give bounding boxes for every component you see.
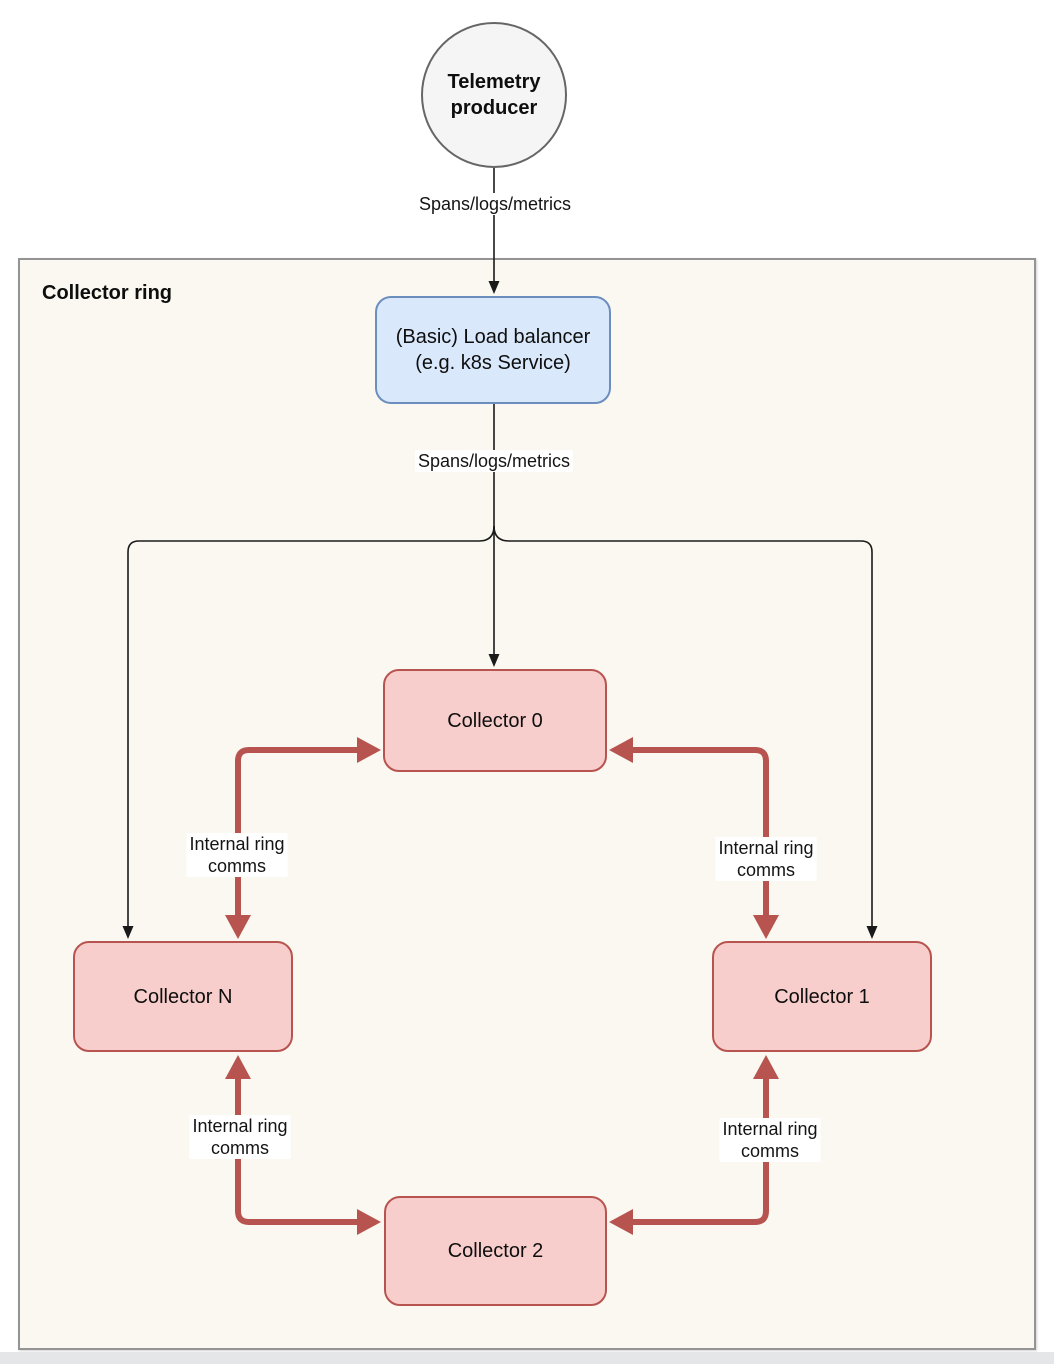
edge-label-ring-n0: Internal ring comms — [186, 833, 288, 877]
node-telemetry-producer: Telemetry producer — [421, 22, 567, 168]
edge-label-spans-producer: Spans/logs/metrics — [415, 193, 575, 215]
node-collector-0: Collector 0 — [383, 669, 607, 772]
collector-1-label: Collector 1 — [774, 985, 870, 1008]
node-collector-1: Collector 1 — [712, 941, 932, 1052]
node-collector-n: Collector N — [73, 941, 293, 1052]
collector-ring-container: Collector ring — [18, 258, 1036, 1350]
collector-ring-title: Collector ring — [42, 282, 173, 304]
edge-label-ring-12: Internal ring comms — [719, 1118, 821, 1162]
telemetry-producer-label: Telemetry producer — [447, 71, 541, 119]
edge-label-ring-10: Internal ring comms — [715, 837, 817, 881]
edge-label-ring-n2: Internal ring comms — [189, 1115, 291, 1159]
collector-n-label: Collector N — [133, 985, 233, 1008]
collector-2-label: Collector 2 — [447, 1240, 544, 1262]
load-balancer-label: (Basic) Load balancer (e.g. k8s Service) — [395, 326, 591, 374]
edge-label-spans-lb: Spans/logs/metrics — [414, 450, 574, 472]
collector-0-label: Collector 0 — [447, 709, 543, 732]
node-collector-2: Collector 2 — [384, 1196, 607, 1306]
node-load-balancer: (Basic) Load balancer (e.g. k8s Service) — [375, 296, 611, 404]
page-bottom-strip — [0, 1352, 1054, 1364]
